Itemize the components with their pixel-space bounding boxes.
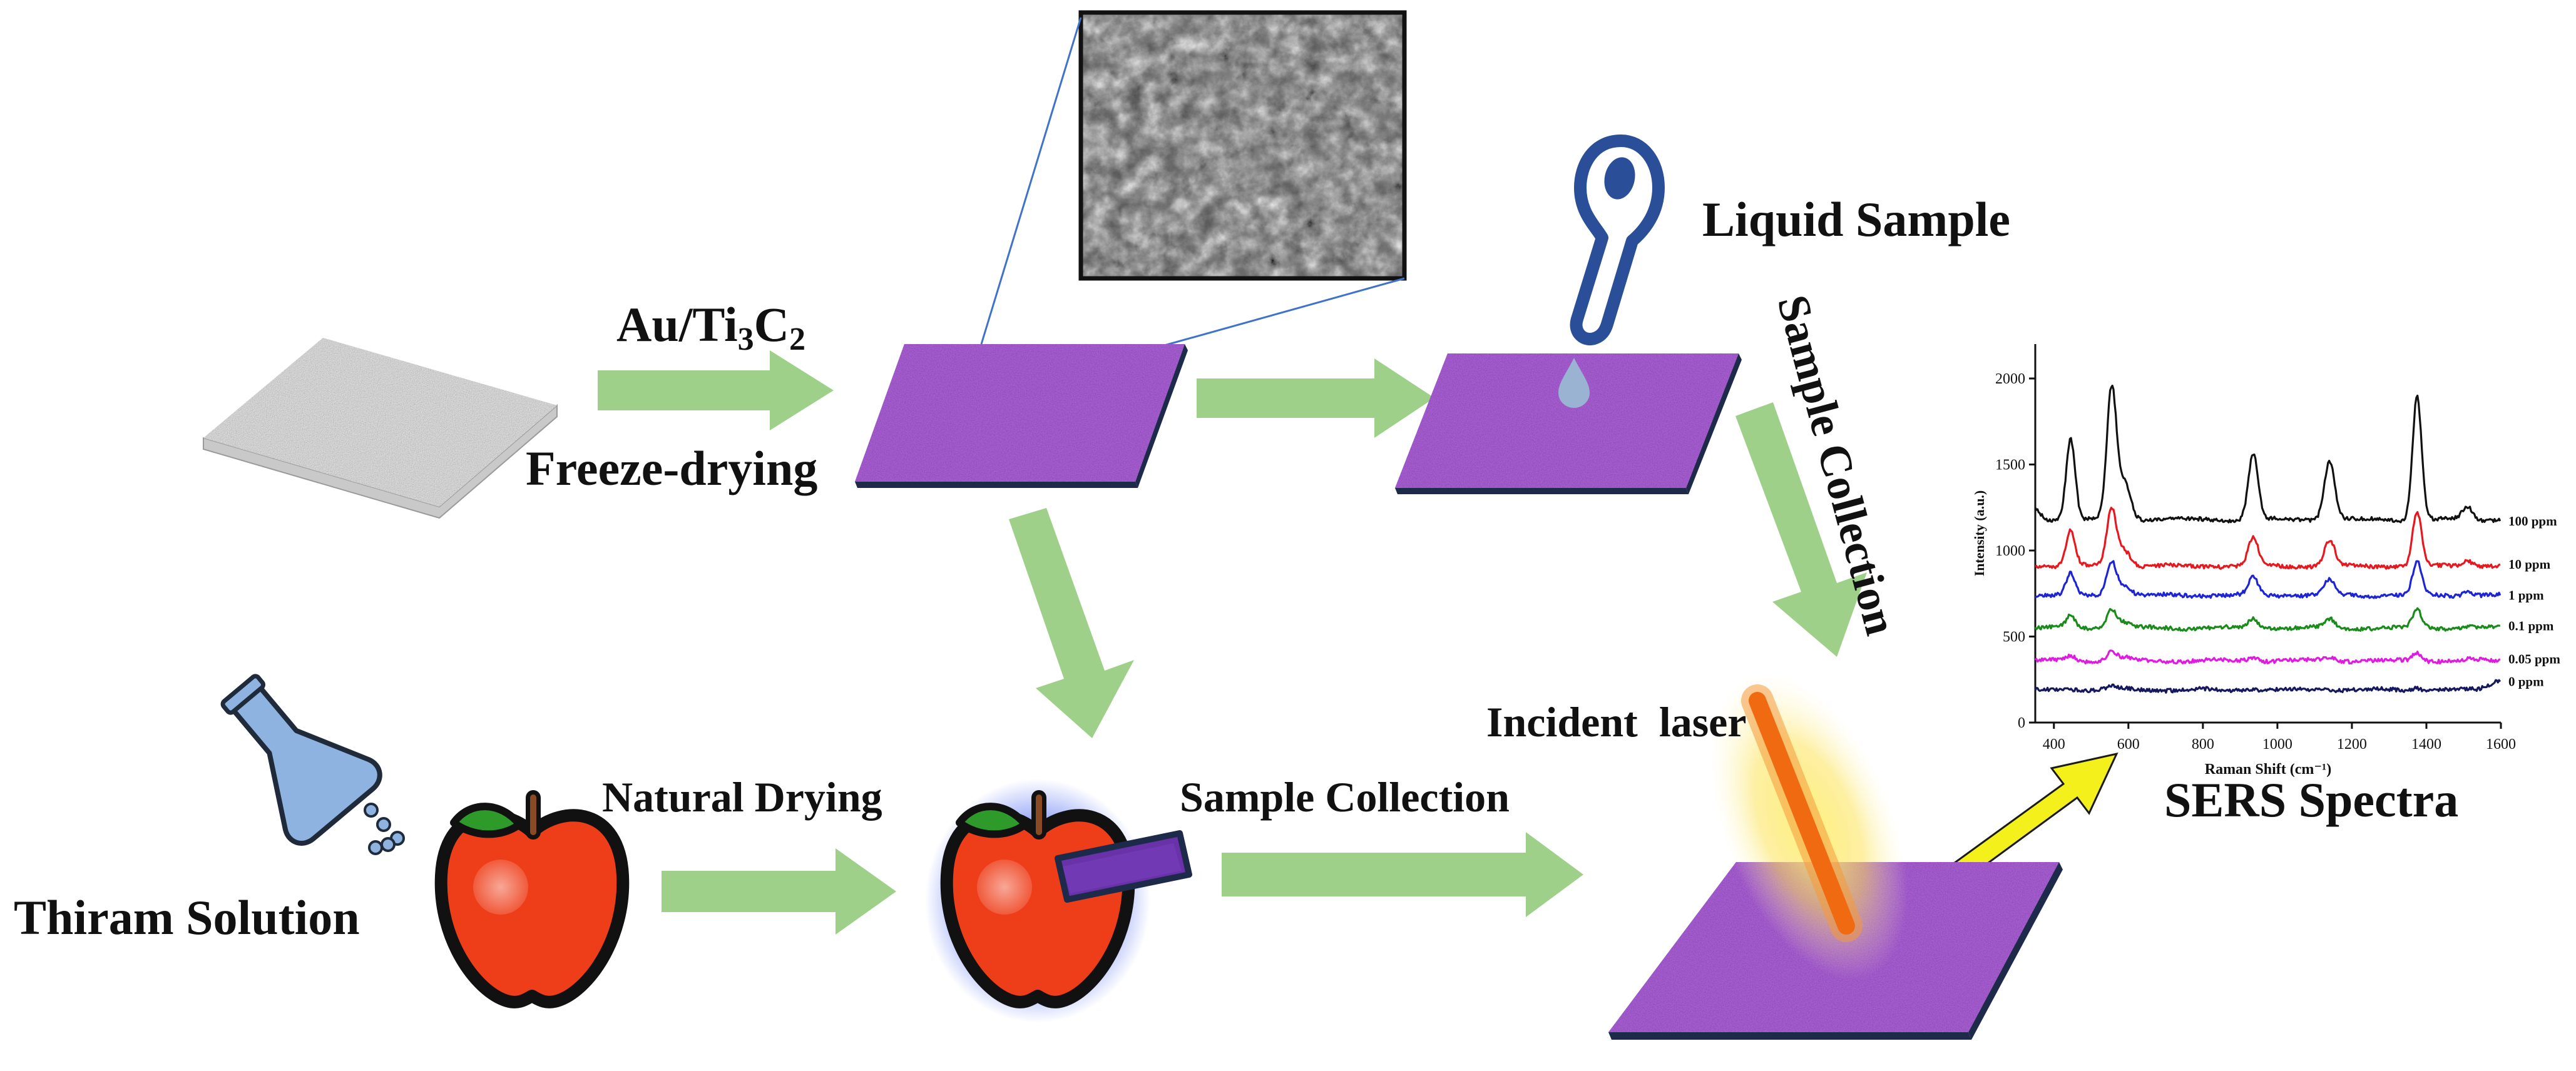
x-tick-label: 1400	[2411, 736, 2441, 753]
flow-arrow-down-right	[1735, 402, 1867, 657]
apple-icon	[434, 790, 630, 1008]
series-label: 100 ppm	[2508, 514, 2557, 529]
flow-arrow-right-1	[598, 350, 834, 430]
x-tick-label: 1200	[2337, 736, 2367, 753]
sers-spectra-chart: 400 600 800 1000 1200 1400 1600 0 500 1000 1500 200…	[1971, 344, 2560, 778]
label-liquid-sample: Liquid Sample	[1702, 192, 2011, 246]
x-tick-label: 1000	[2262, 736, 2292, 753]
series-line	[2035, 507, 2501, 570]
sem-image-inset	[1078, 10, 1407, 281]
x-tick-label: 600	[2117, 736, 2140, 753]
bare-substrate	[203, 338, 558, 519]
label-freeze-drying: Freeze-drying	[526, 441, 818, 495]
label-incident-laser: Incident laser	[1486, 698, 1747, 746]
series-line	[2034, 384, 2502, 524]
y-tick-label: 500	[2003, 629, 2025, 646]
laser-beam	[1709, 671, 1908, 980]
label-au-sub-3: 3	[737, 322, 754, 357]
flask-icon	[220, 674, 405, 855]
droplet-icon	[1558, 358, 1590, 408]
series-line	[2034, 649, 2501, 665]
y-tick-label: 0	[2018, 715, 2025, 731]
series-label: 0.05 ppm	[2508, 652, 2560, 667]
flow-arrow-right-4	[1222, 832, 1583, 917]
series-label: 1 ppm	[2508, 588, 2544, 603]
label-thiram-solution: Thiram Solution	[14, 890, 360, 945]
series-label: 10 ppm	[2508, 557, 2551, 572]
x-axis-label: Raman Shift (cm⁻¹)	[2205, 761, 2332, 778]
series-line	[2035, 560, 2502, 599]
label-sample-collection-bottom: Sample Collection	[1180, 773, 1510, 821]
x-tick-label: 1600	[2486, 736, 2516, 753]
y-tick-label: 1000	[1995, 543, 2025, 559]
label-au-ti-part: Au/Ti	[616, 297, 738, 352]
x-tick-label: 400	[2043, 736, 2065, 753]
flow-arrow-right-3	[662, 848, 896, 935]
y-tick-label: 1500	[1995, 457, 2025, 474]
series-line	[2034, 607, 2500, 632]
flow-arrow-down-left	[1009, 508, 1134, 738]
label-sers-spectra: SERS Spectra	[2164, 773, 2459, 827]
pipette-probe-icon	[1570, 135, 1665, 345]
label-au-sub-2: 2	[789, 322, 806, 357]
series-line	[2034, 679, 2502, 694]
label-au-c-part: C	[754, 297, 790, 352]
apple-with-substrate-icon	[925, 779, 1192, 1023]
y-tick-label: 2000	[1995, 371, 2025, 387]
x-tick-label: 800	[2192, 736, 2214, 753]
flow-arrow-right-2	[1197, 358, 1434, 438]
series-label: 0 ppm	[2508, 674, 2544, 689]
label-natural-drying: Natural Drying	[602, 773, 882, 821]
series-label: 0.1 ppm	[2508, 618, 2554, 633]
label-au-ti3c2: Au/Ti3C2	[616, 300, 805, 356]
purple-substrate-1	[855, 344, 1188, 488]
zoom-lines	[980, 17, 1405, 348]
y-axis-label: Intensity (a.u.)	[1971, 490, 1987, 577]
